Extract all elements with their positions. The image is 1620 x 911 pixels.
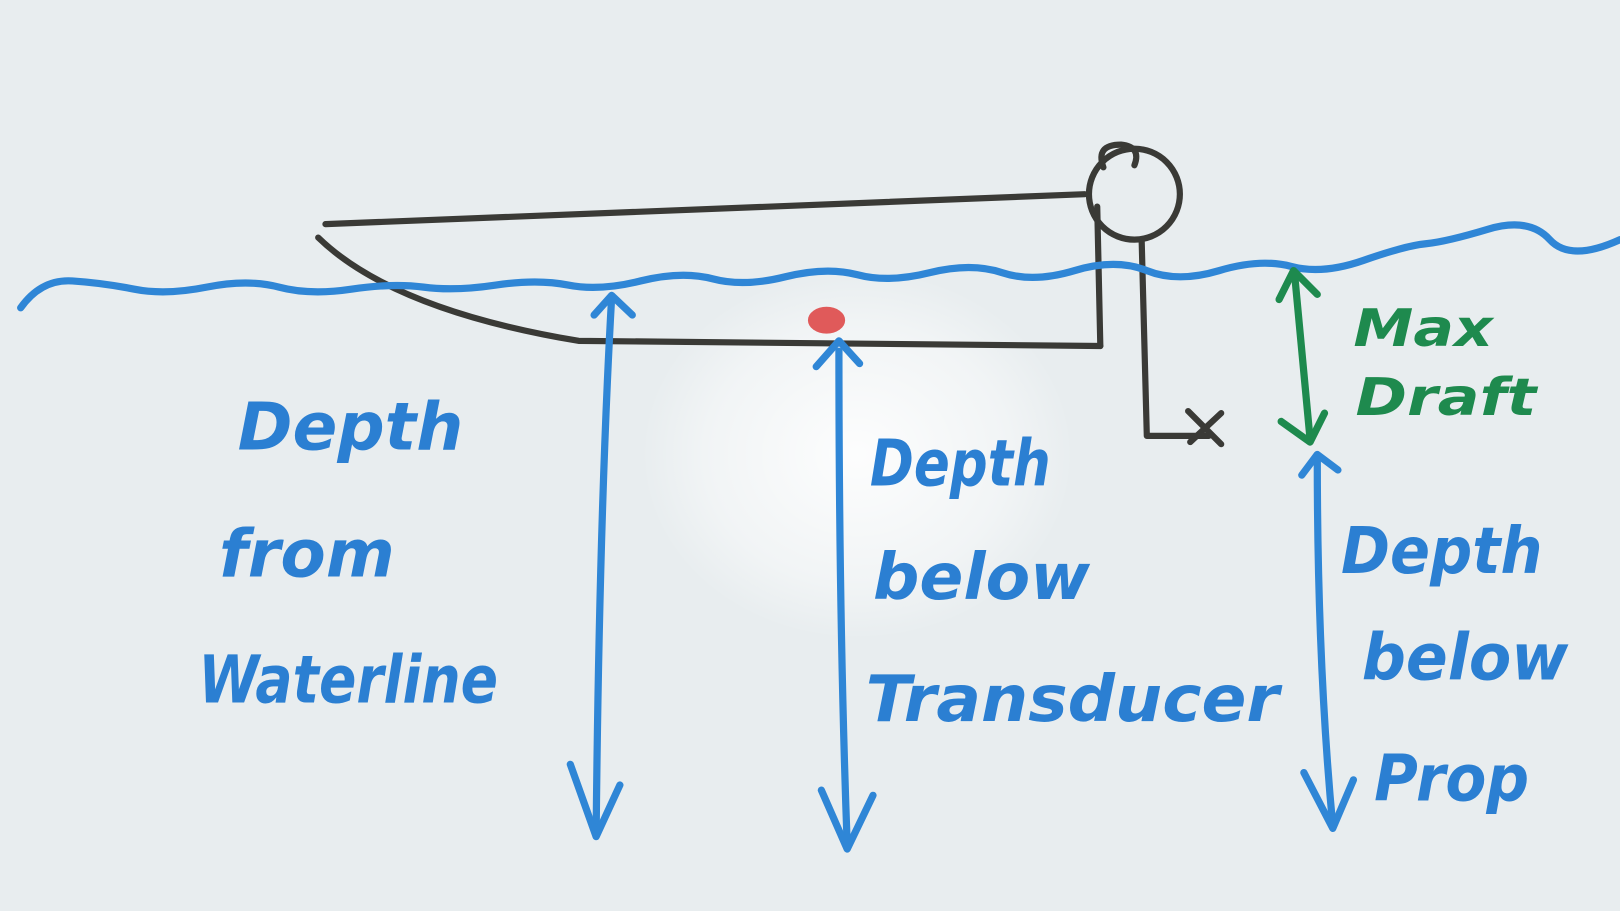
- arrow-max-draft: [1275, 266, 1329, 446]
- boat-transom: [1094, 203, 1104, 350]
- label-line: Depth: [1341, 515, 1542, 589]
- label-line: below: [873, 541, 1091, 615]
- label-line: Waterline: [198, 641, 498, 718]
- label-line: Depth: [238, 388, 464, 465]
- boat-hull: [315, 234, 1104, 350]
- waterline: [17, 221, 1620, 312]
- label-line: Prop: [1374, 742, 1529, 816]
- label-max-draft: Max Draft: [1353, 299, 1539, 428]
- label-line: Transducer: [866, 663, 1283, 737]
- boat: [315, 141, 1225, 448]
- arrow-depth-below-transducer: [812, 337, 877, 853]
- transducer-dot: [807, 306, 846, 334]
- label-depth-below-prop: Depth below Prop: [1341, 515, 1569, 816]
- light-glare: [640, 268, 1075, 641]
- label-line: Draft: [1356, 368, 1540, 428]
- label-depth-from-waterline: Depth from Waterline: [198, 388, 498, 718]
- motor-shaft: [1138, 236, 1212, 439]
- label-line: Max: [1353, 299, 1494, 359]
- boat-deck: [322, 191, 1088, 228]
- arrow-depth-from-waterline: [566, 291, 636, 841]
- propeller-mark: [1185, 407, 1225, 448]
- label-line: Depth: [870, 427, 1051, 501]
- arrow-depth-below-prop: [1298, 450, 1358, 832]
- label-depth-below-transducer: Depth below Transducer: [866, 427, 1283, 736]
- label-line: from: [219, 515, 395, 592]
- label-line: below: [1362, 622, 1569, 696]
- motor-tiller: [1098, 141, 1140, 171]
